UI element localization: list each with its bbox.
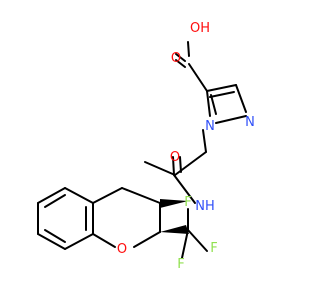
bond-c2-o xyxy=(133,231,161,248)
bond-pyr-c3-n2 xyxy=(235,84,247,113)
bond-amide-c-n xyxy=(173,174,196,204)
molecule-structure: OH O N N O NH O F F F xyxy=(0,0,300,300)
bond-c4-c4a xyxy=(92,187,123,204)
bond-cooh-c-ring xyxy=(188,63,208,92)
atom-label-amide-o: O xyxy=(170,150,180,165)
bond-pyr-c4-c3 xyxy=(206,84,237,92)
bond-cf3-f-right xyxy=(187,229,208,252)
bond-cooh-c-o-1 xyxy=(175,53,186,62)
atom-label-f-right: F xyxy=(210,241,217,256)
bond-cf3-f-left xyxy=(181,229,189,259)
bond-benz-1 xyxy=(64,187,94,204)
bond-pyr-c4-c5-inner xyxy=(210,94,217,115)
bond-benz-4 xyxy=(37,233,66,250)
background xyxy=(0,0,300,300)
wedge-c3-nh xyxy=(160,199,188,208)
atom-label-pyrazole-n1: N xyxy=(205,119,215,134)
bond-benz-5 xyxy=(64,233,94,250)
atom-label-amide-nh: NH xyxy=(195,199,215,214)
structure-canvas: OH O N N O NH O F F F xyxy=(0,0,300,300)
bond-cooh-c-oh xyxy=(187,41,190,57)
bond-cooh-c-o-2 xyxy=(175,59,186,68)
bond-n1-ch2 xyxy=(202,129,207,153)
wedge-c2-cf3 xyxy=(160,225,189,234)
bond-benz-2 xyxy=(37,187,66,204)
bond-amide-c-ch2 xyxy=(144,161,176,176)
bond-c3-c4 xyxy=(121,187,161,204)
bond-benz-inner-2 xyxy=(44,229,66,243)
bond-pyr-c4-c3-inner xyxy=(209,91,235,98)
atom-label-carboxyl-o: O xyxy=(171,51,181,66)
atom-label-pyrazole-n2: N xyxy=(245,115,255,130)
atom-label-f-left: F xyxy=(177,257,184,272)
bond-amide-c-o-2 xyxy=(179,156,182,173)
bond-pyr-c4-c5 xyxy=(206,90,211,117)
atom-label-ring-o: O xyxy=(117,242,127,257)
bond-pyr-n2-n1 xyxy=(215,115,247,124)
bond-amide-c-o-1 xyxy=(172,156,175,176)
bond-o-c8a xyxy=(92,233,116,248)
atom-label-oh: OH xyxy=(190,21,210,36)
bond-benz-inner-1 xyxy=(44,194,66,208)
atom-label-f-top: F xyxy=(184,195,191,210)
